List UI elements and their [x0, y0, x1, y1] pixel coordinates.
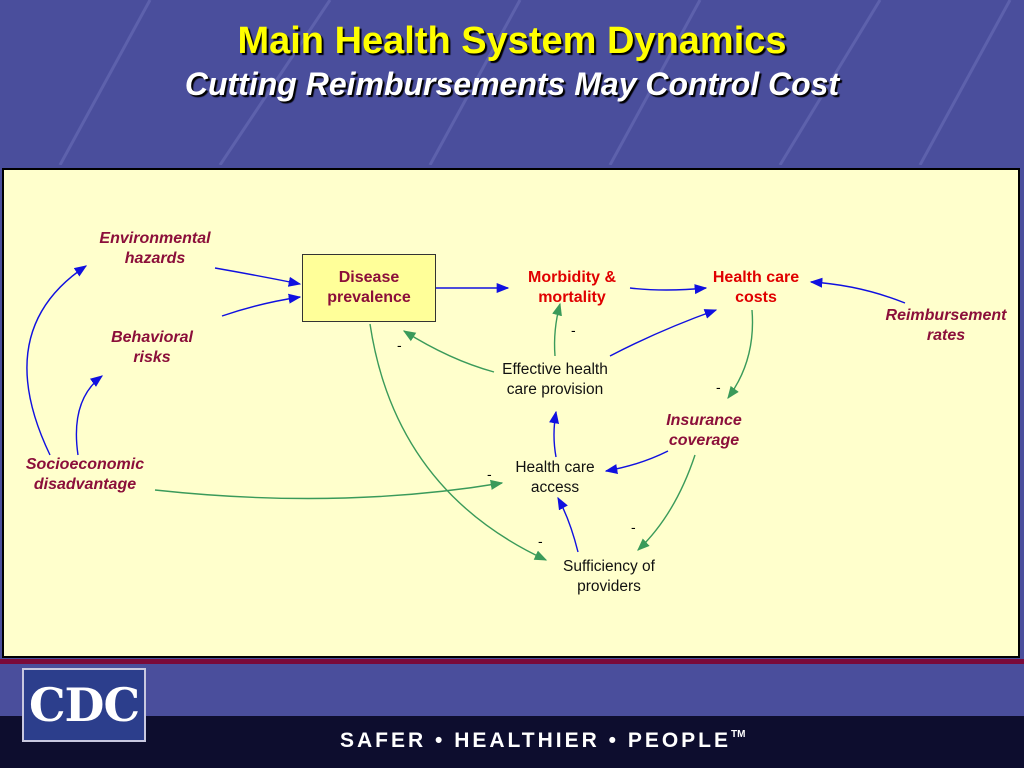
node-label-line: costs	[735, 289, 777, 306]
node-reimbursement-rates: Reimbursement rates	[872, 306, 1020, 346]
arrow-insurance-to-access	[604, 450, 669, 474]
slide-subtitle: Cutting Reimbursements May Control Cost	[184, 66, 840, 102]
arrow-behavioral-to-disease	[221, 293, 302, 317]
arrow-sufficiency-to-access	[557, 496, 579, 553]
arrow-insurance-to-sufficiency	[637, 454, 696, 551]
arrow-socio-to-environmental	[26, 265, 88, 456]
arrow-costs-to-insurance	[727, 309, 754, 400]
cdc-logo: CDC	[22, 668, 146, 742]
node-label-line: mortality	[538, 289, 606, 306]
node-label-line: Behavioral	[111, 329, 193, 346]
trademark-mark: TM	[731, 729, 746, 740]
node-effective-health-care-provision: Effective health care provision	[484, 360, 626, 400]
node-label-line: prevalence	[327, 289, 411, 306]
node-label-line: coverage	[668, 432, 740, 449]
arrow-access-to-provision	[549, 410, 560, 458]
sign-minus: -	[487, 466, 492, 482]
node-label-line: Sufficiency of	[563, 558, 655, 575]
header-background	[0, 0, 1024, 165]
arrow-provision-to-disease	[402, 330, 495, 373]
node-label-line: Reimbursement	[885, 307, 1007, 324]
node-behavioral-risks: Behavioral risks	[96, 328, 208, 368]
node-label-line: Effective health	[502, 361, 608, 378]
node-label-line: providers	[577, 578, 641, 595]
node-insurance-coverage: Insurance coverage	[648, 411, 760, 451]
node-label-line: care provision	[506, 381, 604, 398]
node-health-care-access: Health care access	[500, 458, 610, 498]
diagram-panel	[2, 168, 1020, 658]
sign-minus: -	[397, 337, 402, 353]
arrow-provision-to-costs	[609, 309, 718, 357]
node-label-line: disadvantage	[33, 476, 137, 493]
panel-shadow	[0, 659, 1024, 664]
node-health-care-costs: Health care costs	[700, 268, 812, 308]
node-label-line: Health care	[712, 269, 800, 286]
node-label-line: Morbidity &	[528, 269, 616, 286]
slide-title: Main Health System Dynamics	[237, 20, 787, 62]
arrow-socio-to-behavioral	[75, 375, 104, 456]
sign-minus: -	[716, 379, 721, 395]
sign-minus: -	[631, 519, 636, 535]
footer-band	[0, 716, 1024, 768]
arrow-reimbursement-to-costs	[809, 277, 906, 304]
node-label-line: risks	[133, 349, 171, 366]
node-label-line: rates	[926, 327, 966, 344]
node-label-line: Disease	[338, 269, 400, 286]
node-label-line: Health care	[515, 459, 595, 476]
sign-minus: -	[538, 533, 543, 549]
sign-minus: -	[571, 322, 576, 338]
node-label-line: Insurance	[666, 412, 742, 429]
footer-tagline: SAFER • HEALTHIER • PEOPLETM	[340, 729, 745, 753]
node-label-line: access	[530, 479, 580, 496]
arrow-socio-to-access	[154, 479, 504, 500]
arrow-disease-to-sufficiency	[369, 323, 548, 561]
node-sufficiency-of-providers: Sufficiency of providers	[546, 557, 672, 597]
node-disease-prevalence: Disease prevalence	[302, 254, 436, 322]
arrow-provision-to-morbidity	[552, 302, 562, 357]
node-environmental-hazards: Environmental hazards	[88, 229, 222, 269]
tagline-text: SAFER • HEALTHIER • PEOPLE	[340, 729, 732, 752]
node-socioeconomic-disadvantage: Socioeconomic disadvantage	[12, 455, 158, 495]
node-label-line: Environmental	[99, 230, 211, 247]
arrow-morbidity-to-costs	[629, 284, 708, 295]
node-label-line: hazards	[124, 250, 186, 267]
node-morbidity-mortality: Morbidity & mortality	[512, 268, 632, 308]
node-label-line: Socioeconomic	[25, 456, 145, 473]
arrow-environmental-to-disease	[214, 267, 302, 287]
